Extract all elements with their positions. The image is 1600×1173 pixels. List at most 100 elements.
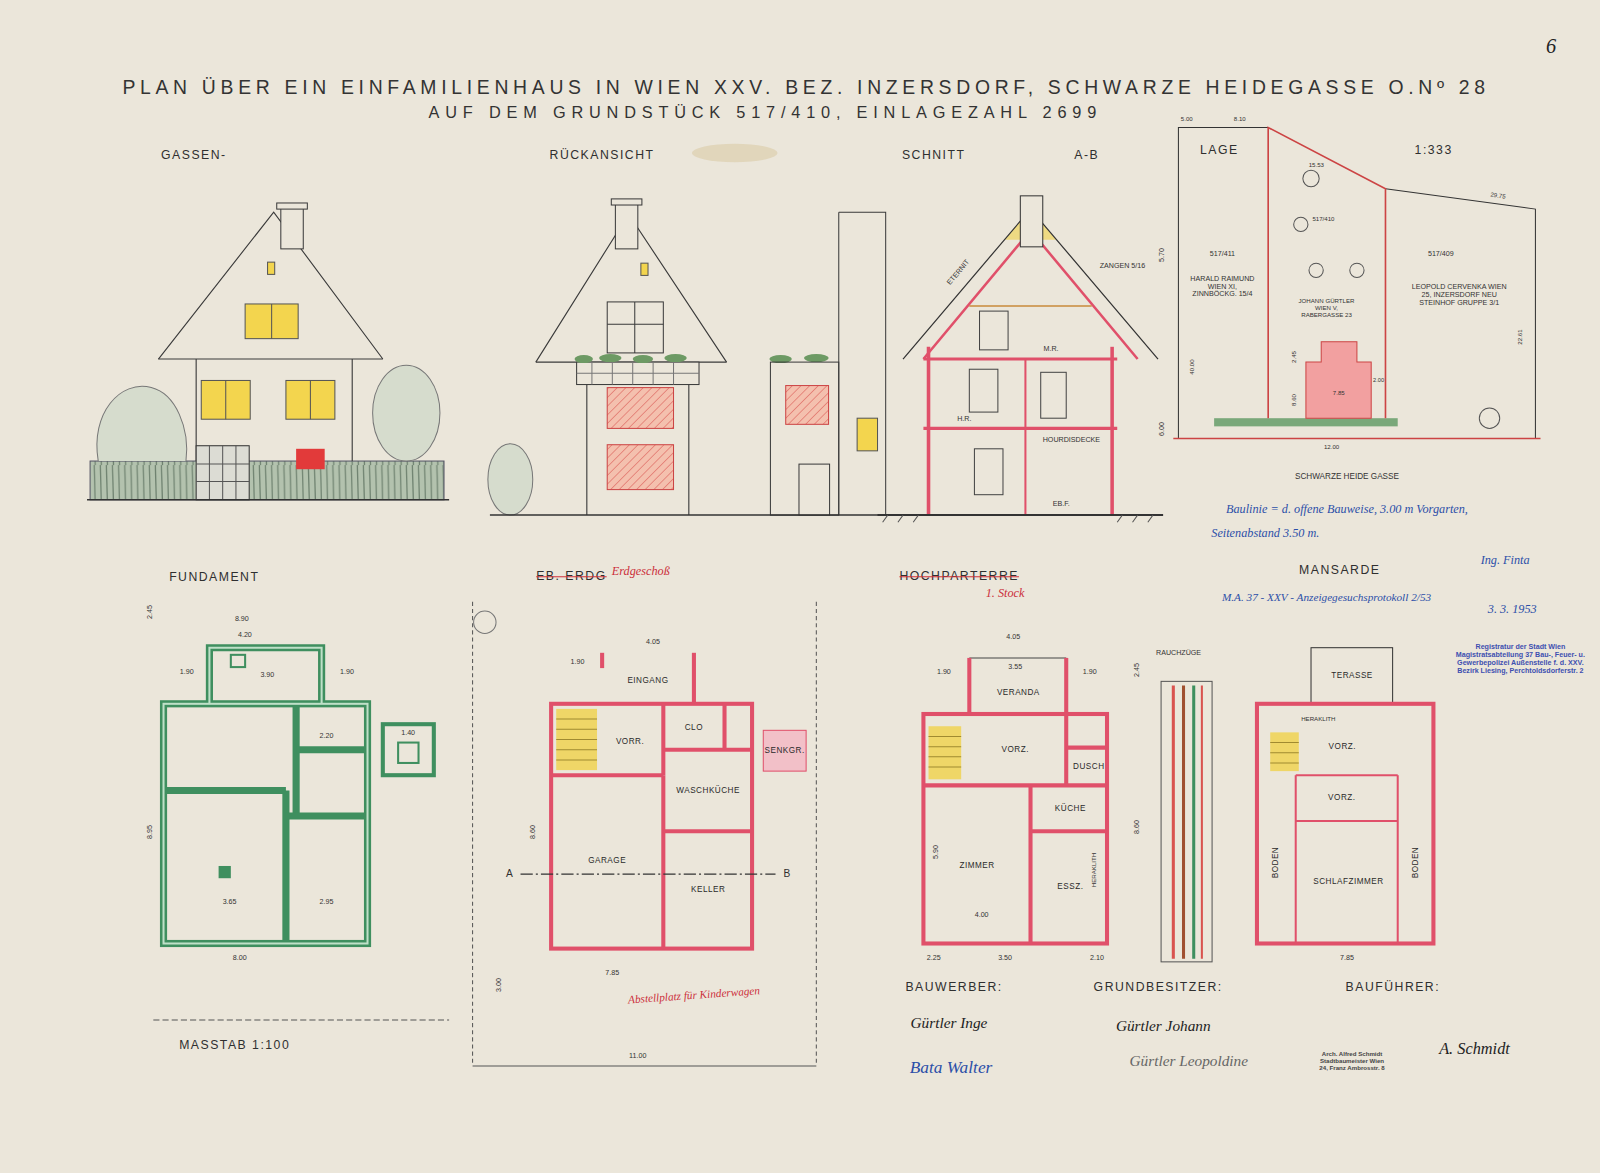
room-name: BODEN [1272, 846, 1281, 878]
room-area: ZIMMER [929, 791, 1026, 942]
dimension-label: 1.90 [571, 659, 585, 667]
dimension-label: 2.45 [1291, 351, 1298, 363]
view-label: MASSTAB 1:100 [179, 1039, 290, 1052]
dimension-label: 7.85 [1333, 389, 1345, 396]
room-area: CLO [668, 712, 719, 745]
room-area: DUSCH [1071, 752, 1107, 783]
dimension-label: 4.05 [646, 639, 660, 647]
room-name: VORZ. [1329, 743, 1356, 752]
dimension-label: HERAKLITH [1301, 716, 1335, 723]
dimension-label: 3.65 [223, 899, 237, 907]
dimension-label: 15.53 [1309, 162, 1324, 169]
view-label: BAUFÜHRER: [1346, 981, 1441, 994]
dimension-label: 517/410 [1312, 216, 1334, 223]
handwritten-note: Erdgeschoß [612, 566, 670, 579]
dimension-label: 1.90 [180, 670, 194, 678]
view-label: RÜCKANSICHT [550, 149, 655, 162]
view-label: LAGE [1200, 144, 1239, 157]
room-area: SENKGR. [763, 731, 807, 772]
attic-plan [1257, 648, 1433, 944]
room-area: VORZ. [1304, 727, 1381, 770]
room-name: SCHLAFZIMMER [1313, 878, 1383, 887]
dimension-label: 12.00 [1324, 444, 1339, 451]
dimension-label: 1.40 [401, 730, 415, 738]
dimension-label: 5.70 [1159, 248, 1167, 262]
handwritten-note: 6 [1546, 35, 1556, 57]
view-label: GASSEN- [161, 149, 227, 162]
dimension-label: 1.90 [937, 670, 951, 678]
room-name: TERASSE [1331, 672, 1373, 681]
handwritten-note: M.A. 37 - XXV - Anzeigegesuchsprotokoll … [1222, 591, 1431, 603]
room-area: VERANDA [972, 679, 1064, 710]
view-label: B [784, 869, 792, 880]
room-area: SCHLAFZIMMER [1301, 827, 1396, 939]
struck-heading: EB. ERDG [536, 570, 606, 583]
view-label: BAUWERBER: [905, 981, 1002, 994]
room-name: SENKGR. [765, 747, 805, 756]
dimension-label: SCHWARZE HEIDE GASSE [1295, 472, 1399, 481]
site-plan [1173, 128, 1540, 439]
room-name: VORZ. [1328, 794, 1355, 803]
room-area: WASCHKÜCHE [668, 755, 748, 828]
dimension-label: 2.45 [147, 605, 155, 619]
dimension-label: 8.90 [235, 616, 249, 624]
dimension-label: 4.20 [238, 632, 252, 640]
view-label: A [506, 869, 514, 880]
dimension-label: H.R. [957, 416, 971, 424]
dimension-label: 40.00 [1188, 360, 1195, 375]
room-name: DUSCH [1073, 763, 1105, 772]
dimension-label: 2.95 [320, 899, 334, 907]
room-name: ESSZ. [1057, 883, 1083, 892]
ground-floor-plan [473, 602, 817, 1066]
room-area: KELLER [668, 837, 748, 944]
dimension-label: 8.60 [530, 825, 538, 839]
room-area: BODEN [1402, 786, 1431, 939]
room-name: KÜCHE [1055, 805, 1086, 814]
view-label: A-B [1074, 149, 1099, 162]
dimension-label: 11.00 [629, 1053, 646, 1061]
view-label: SCHNITT [902, 149, 966, 162]
view-label: MANSARDE [1299, 565, 1380, 578]
room-area: VORZ. [1316, 781, 1367, 818]
stamp-text: Registratur der Stadt Wien Magistratsabt… [1449, 645, 1592, 676]
dimension-label: HERAKLITH [1091, 853, 1098, 887]
plan-title: AUF DEM GRUNDSTÜCK 517/410, EINLAGEZAHL … [429, 104, 1102, 122]
room-name: VORZ. [1002, 746, 1029, 755]
foundation-plan [153, 648, 449, 1020]
dimension-label: 2.45 [1134, 663, 1142, 677]
dimension-label: 29.75 [1490, 192, 1506, 201]
dimension-label: 2.25 [927, 955, 941, 963]
room-name: BODEN [1412, 846, 1421, 878]
room-name: CLO [685, 724, 703, 733]
room-name: VERANDA [997, 689, 1040, 698]
dimension-label: ZANGEN 5/16 [1100, 263, 1146, 271]
dimension-label: 2.10 [1090, 955, 1104, 963]
upper-floor-plan [923, 658, 1212, 962]
room-name: VORR. [616, 738, 644, 747]
plan-title: PLAN ÜBER EIN EINFAMILIENHAUS IN WIEN XX… [122, 77, 1489, 98]
dimension-label: 8.95 [147, 825, 155, 839]
dimension-label: 517/409 [1428, 251, 1454, 259]
room-name: ZIMMER [959, 862, 994, 871]
handwritten-note: Abstellplatz für Kinderwagen [628, 984, 761, 1006]
dimension-label: LEOPOLD CERVENKA WIEN 25, INZERSDORF NEU… [1410, 284, 1508, 308]
dimension-label: EB.F. [1053, 501, 1070, 509]
dimension-label: 8.00 [233, 955, 247, 963]
room-area: GARAGE [556, 781, 658, 942]
view-label: FUNDAMENT [169, 571, 259, 584]
handwritten-note: Ing. Finta [1481, 554, 1530, 567]
rear-elevation [488, 199, 888, 515]
handwritten-note: A. Schmidt [1439, 1040, 1510, 1058]
dimension-label: ETERNIT [946, 259, 972, 287]
dimension-label: JOHANN GÜRTLER WIEN V, RABERGASSE 23 [1296, 298, 1357, 318]
dimension-label: 1.90 [1083, 670, 1097, 678]
handwritten-signature: Gürtler Leopoldine [1129, 1053, 1248, 1070]
dimension-label: HOURDISDECKE [1043, 437, 1100, 445]
dimension-label: 3.00 [496, 978, 504, 992]
room-area: TERASSE [1314, 651, 1390, 702]
handwritten-note: Gürtler Inge [911, 1015, 988, 1032]
room-area: VORR. [602, 714, 658, 770]
room-area: VORZ. [969, 719, 1061, 780]
handwritten-note: Baulinie = d. offene Bauweise, 3.00 m Vo… [1226, 503, 1468, 516]
